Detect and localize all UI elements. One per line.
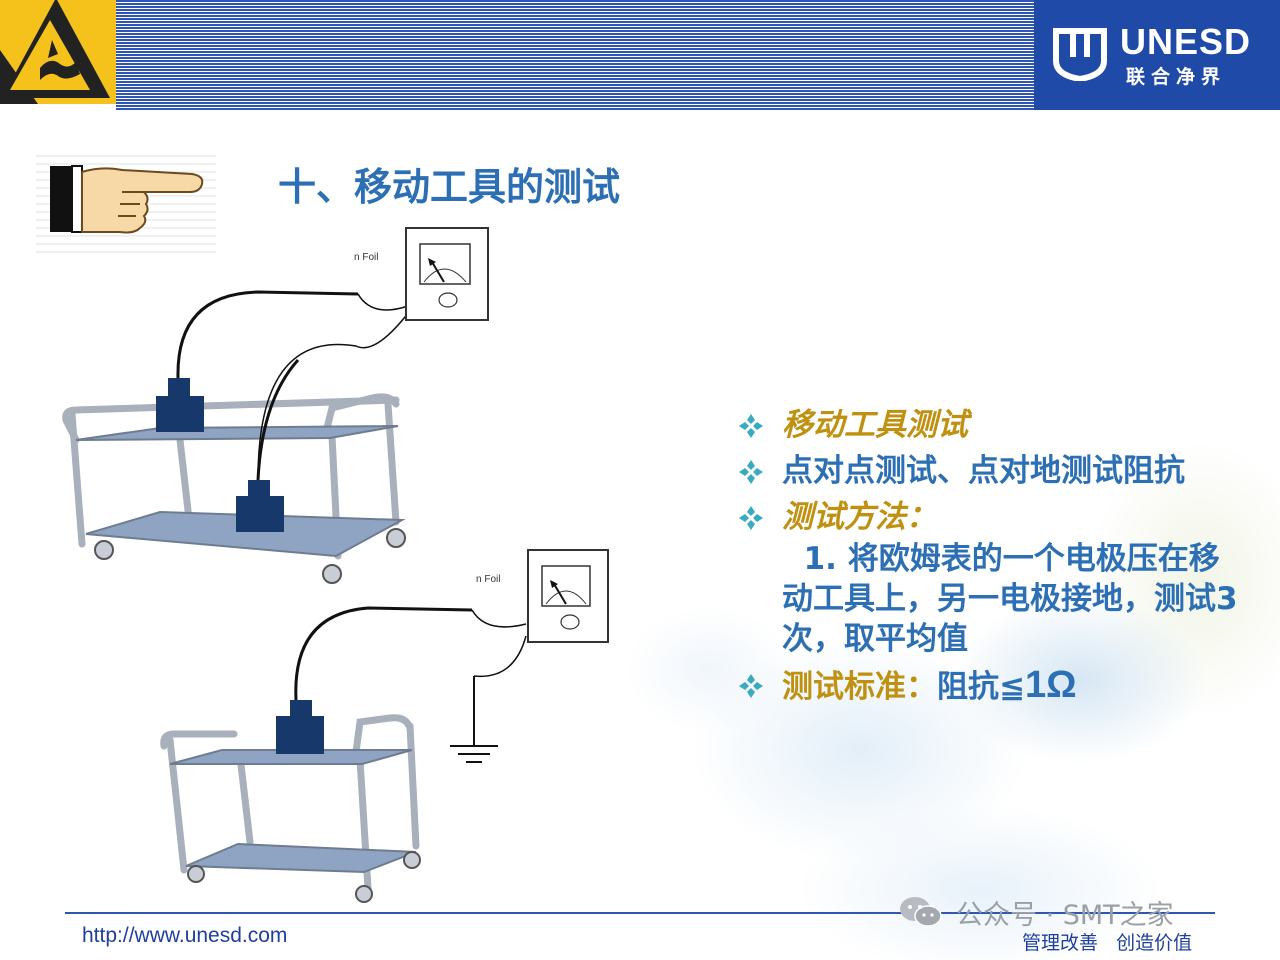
electrode-2-cap bbox=[248, 480, 270, 498]
electrode-1-cap bbox=[168, 378, 190, 398]
top-cart bbox=[62, 393, 406, 584]
standard-text: 阻抗≦ bbox=[937, 669, 1025, 705]
bullet-item: 移动工具测试 bbox=[738, 405, 1238, 445]
page-title: 十、移动工具的测试 bbox=[278, 165, 621, 209]
footer-divider bbox=[65, 912, 1215, 914]
bullet-item: 点对点测试、点对地测试阻抗 bbox=[738, 451, 1238, 491]
footer-slogan: 管理改善 创造价值 bbox=[1022, 932, 1193, 954]
bullet-item: 1. 将欧姆表的一个电极压在移动工具上，另一电极接地，测试3次，取平均值 bbox=[738, 539, 1238, 659]
bullet-item: 测试方法： bbox=[738, 497, 1238, 537]
standard-value: 1Ω bbox=[1024, 664, 1077, 706]
header-stripes bbox=[116, 0, 1034, 110]
header: UNESD 联合净界 bbox=[0, 0, 1280, 110]
website-link[interactable]: http://www.unesd.com bbox=[82, 924, 288, 947]
ground-symbol-icon bbox=[450, 676, 498, 763]
bullet-text: 点对点测试、点对地测试阻抗 bbox=[782, 453, 1185, 489]
diamond-bullet-icon bbox=[739, 506, 763, 530]
electrode-3 bbox=[276, 716, 324, 754]
foil-label: n Foil bbox=[476, 574, 501, 585]
foil-label: n Foil bbox=[354, 252, 379, 263]
bullet-text: 测试方法： bbox=[782, 499, 937, 535]
bullet-item: 测试标准：阻抗≦1Ω bbox=[738, 665, 1238, 707]
ohmmeter-icon bbox=[527, 549, 609, 643]
bullet-text: 1. 将欧姆表的一个电极压在移动工具上，另一电极接地，测试3次，取平均值 bbox=[782, 541, 1238, 657]
logo-shield-icon bbox=[1053, 28, 1107, 81]
pointing-hand-icon bbox=[36, 150, 216, 254]
diamond-bullet-icon bbox=[739, 460, 763, 484]
bullet-text: 移动工具测试 bbox=[782, 407, 968, 443]
watermark: 公众号 · SMT之家 bbox=[898, 891, 1238, 931]
background-decoration bbox=[560, 420, 1280, 960]
esd-warning-icon bbox=[0, 0, 116, 104]
diamond-bullet-icon bbox=[739, 414, 763, 438]
standard-label: 测试标准： bbox=[782, 669, 937, 705]
diamond-bullet-icon bbox=[739, 674, 763, 698]
logo-subtitle: 联合净界 bbox=[1126, 66, 1227, 88]
wechat-icon bbox=[900, 897, 942, 927]
electrode-1 bbox=[156, 396, 204, 432]
electrode-3-cap bbox=[290, 700, 312, 718]
ohmmeter-icon bbox=[405, 227, 489, 321]
bottom-cart bbox=[160, 714, 421, 903]
company-logo: UNESD 联合净界 bbox=[1034, 0, 1280, 110]
bullet-list: 移动工具测试 点对点测试、点对地测试阻抗 测试方法： 1. 将欧姆表的一个电极压… bbox=[738, 405, 1238, 707]
watermark-text: 公众号 · SMT之家 bbox=[956, 900, 1174, 931]
electrode-2 bbox=[236, 496, 284, 532]
logo-text: UNESD bbox=[1120, 21, 1252, 62]
